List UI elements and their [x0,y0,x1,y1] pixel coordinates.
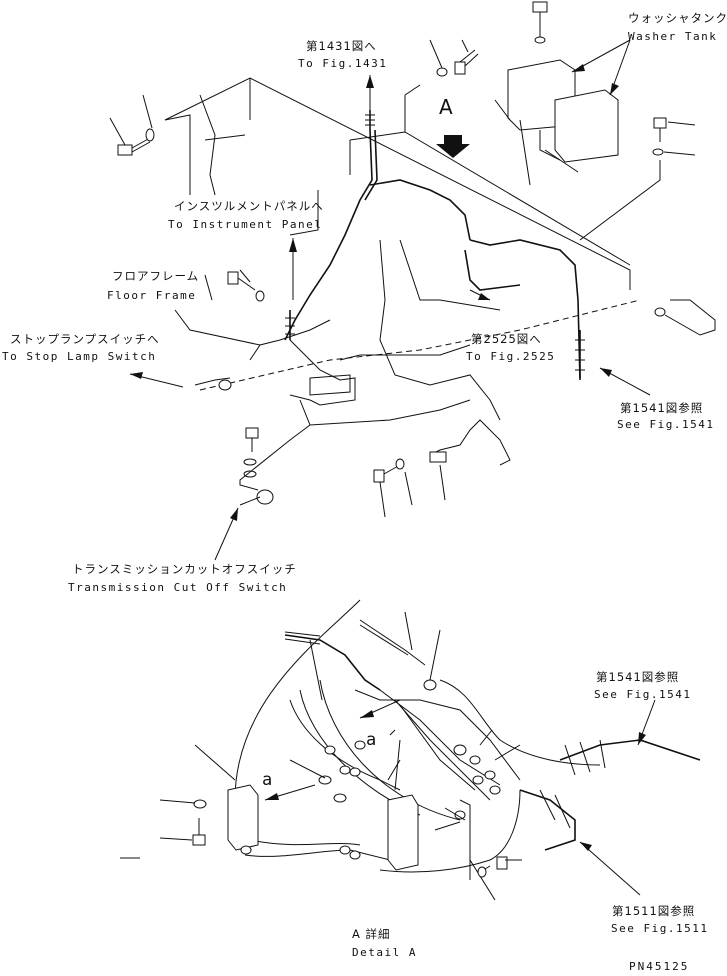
label-stop-lamp-jp: ストップランプスイッチへ [10,332,160,346]
label-instrument-panel-jp: インスツルメントパネルへ [174,199,324,213]
label-view-a: A [439,95,455,119]
label-fig1541b-en: See Fig.1541 [594,688,692,701]
label-washer-tank-en: Washer Tank [628,30,718,43]
label-floor-frame-en: Floor Frame [107,289,197,302]
label-fig1431-jp: 第1431図へ [306,39,377,53]
part-number: PN45125 [629,960,690,973]
cutoff-switch-icon [256,489,274,505]
bolt-icon [227,271,265,302]
bolt-icon [192,799,207,846]
upper-assembly [109,1,716,561]
bolt-icon [652,117,667,156]
bolt-icon [477,856,508,878]
label-fig1431-en: To Fig.1431 [298,57,388,70]
label-instrument-panel-en: To Instrument Panel [168,218,323,231]
label-fig2525-jp: 第2525図へ [471,332,542,346]
label-fig1541b-jp: 第1541図参照 [596,670,680,684]
label-stop-lamp-en: To Stop Lamp Switch [2,350,157,363]
label-fig2525-en: To Fig.2525 [466,350,556,363]
mark-a-upper: a [366,730,378,750]
label-fig1541-jp: 第1541図参照 [620,401,704,415]
label-transmission-cutoff-en: Transmission Cut Off Switch [68,581,288,594]
mark-a-lower: a [262,770,274,790]
bolt-icon [373,458,405,483]
label-transmission-cutoff-jp: トランスミッションカットオフスイッチ [72,562,297,576]
bolt-icon [454,49,479,75]
label-detail-a-jp: A 詳細 [352,927,391,941]
label-fig1511-jp: 第1511図参照 [612,904,696,918]
label-detail-a-en: Detail A [352,946,417,959]
detail-a-assembly [120,599,701,901]
view-arrow-icon [436,135,470,158]
bolt-icon [243,427,259,478]
label-washer-tank-jp: ウォッシャタンク [628,11,727,25]
label-fig1511-en: See Fig.1511 [611,922,709,935]
label-fig1541-en: See Fig.1541 [617,418,715,431]
label-floor-frame-jp: フロアフレーム [112,269,200,283]
